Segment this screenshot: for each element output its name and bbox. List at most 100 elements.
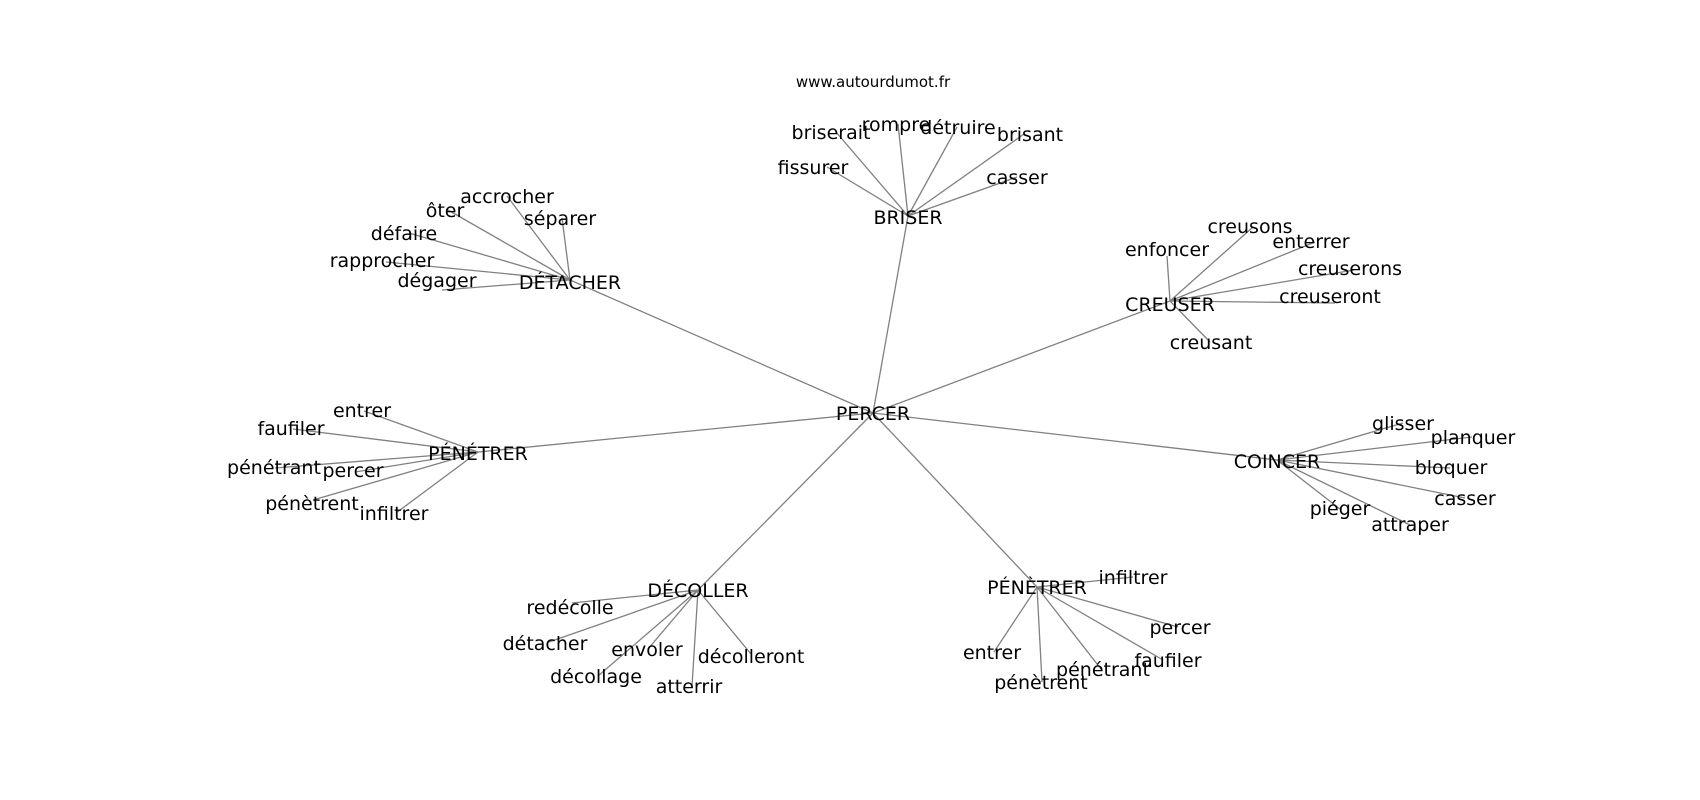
hub-node-coincer[interactable]: COINCER [1234,451,1321,473]
edge-coincer-4 [1276,459,1341,510]
edge-briser-0 [826,166,909,217]
edge-detacher-2 [561,217,571,281]
edge-center-penetrer-bottom [872,412,1038,588]
edge-penetrer-left-1 [292,428,479,453]
hub-node-creuser[interactable]: CREUSER [1125,294,1215,316]
edge-detacher-3 [408,232,571,281]
edge-penetrer-left-2 [274,451,479,469]
edge-briser-2 [897,123,909,217]
leaf-node-penetrer-left-3[interactable]: percer [322,460,383,482]
edge-creuser-5 [1169,300,1211,343]
leaf-node-briser-2[interactable]: rompre [862,114,931,136]
edge-briser-3 [907,126,958,217]
edge-creuser-1 [1169,226,1254,302]
edge-center-penetrer-left [477,412,874,453]
edge-penetrer-bottom-0 [1036,576,1134,588]
leaf-node-detacher-1[interactable]: ôter [426,200,465,222]
leaf-node-creuser-3[interactable]: creuserons [1298,258,1402,280]
leaf-node-penetrer-bottom-3[interactable]: pénétrant [1056,659,1150,681]
edge-detacher-5 [441,279,571,291]
edge-creuser-0 [1166,255,1171,302]
leaf-node-penetrer-bottom-0[interactable]: infiltrer [1099,567,1168,589]
leaf-node-penetrer-bottom-5[interactable]: entrer [963,642,1021,664]
leaf-node-decoller-0[interactable]: redécolle [526,597,613,619]
leaf-node-briser-5[interactable]: casser [986,167,1048,189]
leaf-node-briser-0[interactable]: fissurer [778,157,849,179]
leaf-node-detacher-4[interactable]: rapprocher [330,250,435,272]
leaf-node-coincer-2[interactable]: bloquer [1415,457,1488,479]
leaf-node-penetrer-left-4[interactable]: pénètrent [265,493,359,515]
leaf-node-creuser-2[interactable]: enterrer [1272,231,1349,253]
source-url[interactable]: www.autourdumot.fr [796,73,951,91]
edge-detacher-0 [506,195,571,281]
leaf-node-penetrer-left-1[interactable]: faufiler [257,418,324,440]
hub-node-briser[interactable]: BRISER [873,207,942,229]
leaf-node-coincer-5[interactable]: attraper [1371,514,1449,536]
leaf-node-detacher-0[interactable]: accrocher [460,186,554,208]
edge-decoller-1 [548,589,699,643]
leaf-node-briser-1[interactable]: briserait [792,122,871,144]
leaf-node-coincer-0[interactable]: glisser [1372,413,1434,435]
leaf-node-creuser-4[interactable]: creuseront [1279,286,1381,308]
edge-coincer-5 [1276,459,1411,526]
edge-creuser-2 [1169,241,1316,302]
leaf-node-creuser-1[interactable]: creusons [1207,216,1292,238]
leaf-node-coincer-1[interactable]: planquer [1431,427,1516,449]
edge-center-briser [872,215,909,414]
leaf-node-detacher-2[interactable]: séparer [524,208,596,230]
leaf-node-penetrer-left-5[interactable]: infiltrer [360,503,429,525]
edge-decoller-2 [647,589,699,650]
leaf-node-briser-3[interactable]: détruire [920,117,995,139]
edge-penetrer-bottom-2 [1036,586,1164,661]
leaf-node-detacher-5[interactable]: dégager [397,270,476,292]
leaf-node-briser-4[interactable]: brisant [997,124,1063,146]
hub-node-penetrer-left[interactable]: PÉNÉTRER [428,442,528,465]
edge-penetrer-bottom-4 [1036,586,1043,683]
leaf-node-detacher-3[interactable]: défaire [371,223,437,245]
graph-edges [274,123,1473,687]
leaf-node-coincer-3[interactable]: casser [1434,488,1496,510]
edge-coincer-2 [1276,459,1451,469]
center-node[interactable]: PERCER [836,403,910,425]
edge-coincer-3 [1276,459,1466,499]
graph-labels: www.autourdumot.fr PERCER BRISER fissurer… [227,73,1515,698]
leaf-node-decoller-1[interactable]: détacher [503,633,588,655]
edge-decoller-5 [697,589,752,655]
leaf-node-creuser-5[interactable]: creusant [1170,332,1253,354]
edge-center-decoller [697,412,874,591]
leaf-node-decoller-4[interactable]: atterrir [656,676,723,698]
hub-node-penetrer-bottom[interactable]: PÉNÈTRER [987,576,1087,599]
edge-center-coincer [872,412,1278,461]
edge-briser-4 [907,133,1025,217]
leaf-node-penetrer-bottom-1[interactable]: percer [1149,617,1210,639]
edge-coincer-0 [1276,422,1404,461]
edge-center-detacher [569,279,874,414]
edge-decoller-4 [691,589,699,687]
edge-penetrer-left-4 [312,451,479,501]
leaf-node-creuser-0[interactable]: enfoncer [1125,239,1209,261]
leaf-node-penetrer-left-2[interactable]: pénétrant [227,457,321,479]
leaf-node-penetrer-left-0[interactable]: entrer [333,400,391,422]
leaf-node-decoller-3[interactable]: décollage [550,666,642,688]
edge-coincer-1 [1276,436,1473,461]
edge-creuser-3 [1169,269,1355,302]
leaf-node-decoller-5[interactable]: décolleront [698,646,805,668]
leaf-node-penetrer-bottom-2[interactable]: faufiler [1134,650,1201,672]
edge-decoller-0 [571,589,699,604]
leaf-node-coincer-4[interactable]: piéger [1310,498,1371,520]
leaf-node-decoller-2[interactable]: envoler [611,639,683,661]
edge-penetrer-bottom-3 [1036,586,1102,670]
edge-decoller-3 [597,589,699,677]
edge-penetrer-left-3 [354,451,479,473]
hub-node-decoller[interactable]: DÉCOLLER [647,579,748,602]
edge-penetrer-left-5 [395,451,479,514]
edge-briser-1 [835,131,909,217]
edge-detacher-4 [385,261,571,281]
edge-detacher-1 [447,209,571,281]
edge-penetrer-bottom-1 [1036,586,1179,628]
leaf-node-penetrer-bottom-4[interactable]: pénètrent [994,672,1088,694]
edge-briser-5 [907,176,1018,217]
edge-creuser-4 [1169,300,1336,304]
hub-node-detacher[interactable]: DÉTACHER [519,271,621,294]
